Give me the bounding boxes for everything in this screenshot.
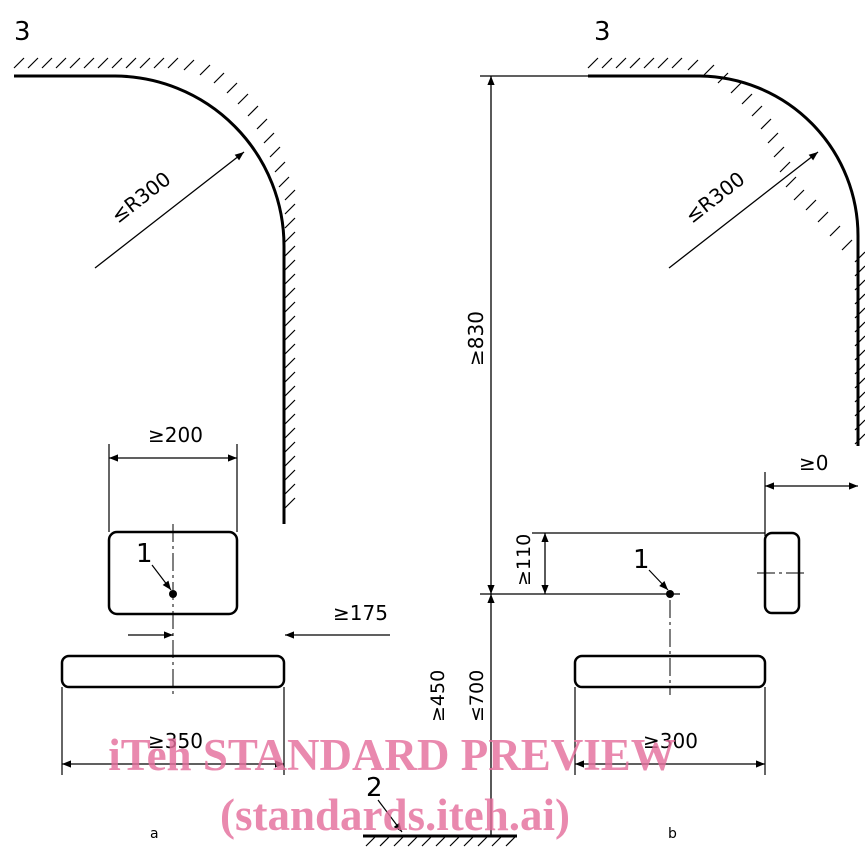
view-a-callout-leader (151, 564, 172, 591)
view-a-offset-label: ≥175 (333, 601, 388, 625)
view-b-floor-hatching (365, 835, 517, 847)
watermark-line-1: iTeh STANDARD PREVIEW (108, 730, 676, 780)
watermark-line-2: (standards.iteh.ai) (220, 790, 570, 840)
view-b-height-label: ≥830 (464, 311, 488, 366)
view-b-item-callout: 1 (633, 545, 650, 575)
view-b-clearance-label: ≥0 (799, 451, 828, 475)
view-a-wall-callout: 3 (14, 17, 31, 47)
view-a-item-callout: 1 (136, 539, 153, 569)
view-a-reference-point (169, 590, 177, 598)
view-a-radius-line (94, 151, 245, 269)
view-b-radius-label: ≤R300 (680, 167, 749, 228)
view-b-floor-leader (377, 799, 403, 833)
view-b-wall-hatching (587, 57, 865, 445)
view-b-reference-point (666, 590, 674, 598)
view-b-wall-callout: 3 (594, 17, 611, 47)
view-b-radius-line (668, 151, 819, 269)
view-b-floor-callout: 2 (366, 773, 383, 803)
view-b-wall-profile (588, 74, 860, 446)
view-b: 3 ≤R300 ≥830 ≥0 ≥110 1 ≥450 ≤700 (363, 17, 865, 847)
view-b-floor-height-max: ≤700 (466, 670, 488, 722)
view-b-rise-label: ≥110 (513, 534, 535, 586)
view-a-seat (107, 530, 239, 616)
view-a-label: a (150, 826, 159, 842)
view-b-callout-leader (648, 569, 669, 591)
view-b-label: b (668, 826, 677, 842)
view-b-footrest (573, 654, 767, 689)
view-a-seat-width-label: ≥200 (148, 423, 203, 447)
view-a-wall-hatching (13, 57, 296, 509)
view-a-footrest-width-label: ≥350 (148, 729, 203, 753)
view-a: 3 ≤R300 ≥200 1 ≥175 ≥350 a (13, 17, 390, 842)
view-b-footrest-width-label: ≥300 (643, 729, 698, 753)
view-a-footrest (60, 654, 286, 689)
view-b-floor-height-min: ≥450 (427, 670, 449, 722)
view-a-radius-label: ≤R300 (106, 167, 175, 228)
view-a-wall-profile (14, 74, 286, 524)
